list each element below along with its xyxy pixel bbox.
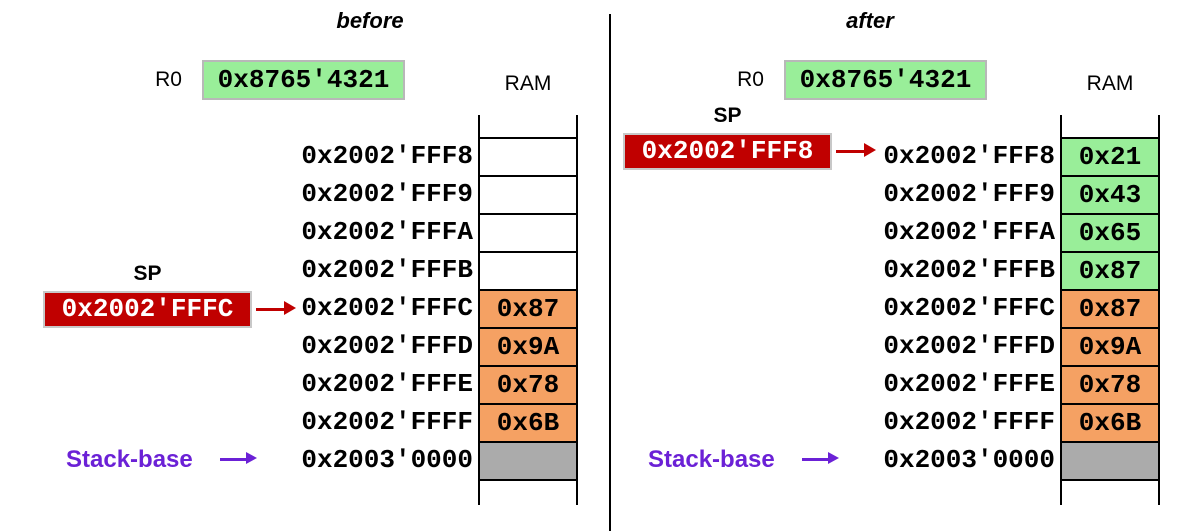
- address-label: 0x2002'FFFF: [883, 407, 1055, 437]
- ram-label: RAM: [1086, 72, 1134, 95]
- sp-arrow-line: [256, 308, 284, 311]
- memory-cell: 0x6B: [480, 403, 576, 441]
- sp-arrow-head: [284, 301, 296, 315]
- memory-cell: [480, 213, 576, 251]
- memory-column: 0x87 0x9A 0x78 0x6B: [478, 115, 578, 505]
- memory-cell: 0x9A: [480, 327, 576, 365]
- stack-base-label: Stack-base: [648, 446, 775, 473]
- address-label: 0x2002'FFFC: [883, 293, 1055, 323]
- cell-value: 0x87: [1078, 294, 1142, 324]
- panel-title: after: [846, 8, 894, 33]
- memory-cell: [480, 441, 576, 479]
- sp-arrow-head: [864, 143, 876, 157]
- column-end-line: [480, 479, 576, 481]
- address-label: 0x2002'FFF8: [883, 141, 1055, 171]
- memory-cell: 0x87: [1062, 251, 1158, 289]
- memory-cell: 0x65: [1062, 213, 1158, 251]
- memory-cell: 0x87: [1062, 289, 1158, 327]
- sp-arrow-line: [836, 150, 864, 153]
- cell-value: 0x65: [1078, 218, 1142, 248]
- cell-value: 0x6B: [496, 408, 560, 438]
- address-label: 0x2002'FFFA: [883, 217, 1055, 247]
- memory-cell: [480, 137, 576, 175]
- register-value-box: 0x8765'4321: [784, 60, 987, 100]
- memory-cell: [480, 175, 576, 213]
- cell-value: 0x6B: [1078, 408, 1142, 438]
- register-value-box: 0x8765'4321: [202, 60, 405, 100]
- ram-label: RAM: [504, 72, 552, 95]
- address-label: 0x2002'FFF8: [301, 141, 473, 171]
- panel-title: before: [336, 8, 404, 33]
- address-label: 0x2003'0000: [301, 445, 473, 475]
- cell-value: 0x43: [1078, 180, 1142, 210]
- register-label: R0: [155, 68, 182, 91]
- cell-value: 0x9A: [1078, 332, 1142, 362]
- address-label: 0x2002'FFFC: [301, 293, 473, 323]
- memory-cell: 0x43: [1062, 175, 1158, 213]
- memory-cell: 0x6B: [1062, 403, 1158, 441]
- cell-value: 0x21: [1078, 142, 1142, 172]
- cell-value: 0x78: [496, 370, 560, 400]
- memory-cell: [1062, 441, 1158, 479]
- sp-value-box: 0x2002'FFF8: [623, 133, 832, 170]
- address-label: 0x2002'FFFF: [301, 407, 473, 437]
- memory-cell: 0x9A: [1062, 327, 1158, 365]
- column-end-line: [1062, 479, 1158, 481]
- stack-base-label: Stack-base: [66, 446, 193, 473]
- address-label: 0x2002'FFF9: [883, 179, 1055, 209]
- memory-cell: 0x78: [1062, 365, 1158, 403]
- cell-value: 0x78: [1078, 370, 1142, 400]
- address-label: 0x2002'FFFA: [301, 217, 473, 247]
- memory-column: 0x21 0x43 0x65 0x87 0x87 0x9A 0x78 0x6B: [1060, 115, 1160, 505]
- stack-base-arrow-head: [246, 452, 257, 464]
- stack-base-arrow-head: [828, 452, 839, 464]
- stack-base-arrow-line: [802, 458, 828, 461]
- cell-value: 0x87: [496, 294, 560, 324]
- panel-divider: [609, 14, 611, 531]
- address-label: 0x2002'FFFE: [301, 369, 473, 399]
- memory-cell: 0x78: [480, 365, 576, 403]
- cell-value: 0x9A: [496, 332, 560, 362]
- memory-cell: 0x21: [1062, 137, 1158, 175]
- cell-value: 0x87: [1078, 256, 1142, 286]
- sp-label: SP: [713, 104, 742, 127]
- address-label: 0x2002'FFFB: [883, 255, 1055, 285]
- address-label: 0x2002'FFF9: [301, 179, 473, 209]
- address-label: 0x2002'FFFE: [883, 369, 1055, 399]
- address-label: 0x2002'FFFD: [883, 331, 1055, 361]
- memory-cell: [480, 251, 576, 289]
- address-label: 0x2002'FFFB: [301, 255, 473, 285]
- sp-label: SP: [133, 262, 162, 285]
- address-label: 0x2003'0000: [883, 445, 1055, 475]
- sp-value-box: 0x2002'FFFC: [43, 291, 252, 328]
- stack-base-arrow-line: [220, 458, 246, 461]
- register-label: R0: [737, 68, 764, 91]
- address-label: 0x2002'FFFD: [301, 331, 473, 361]
- memory-cell: 0x87: [480, 289, 576, 327]
